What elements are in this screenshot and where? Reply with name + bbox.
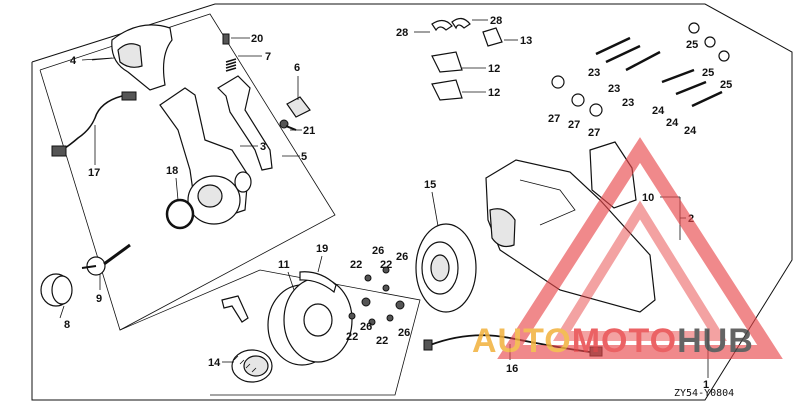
part-cover-plate	[589, 141, 637, 209]
part-small-hardware	[431, 17, 503, 101]
part-nuts-washers	[551, 22, 730, 117]
callout-23c: 23	[622, 97, 634, 109]
callout-15: 15	[424, 179, 436, 191]
callout-12b: 12	[488, 87, 500, 99]
callout-23b: 23	[608, 83, 620, 95]
callout-22c: 22	[346, 331, 358, 343]
callout-28b: 28	[490, 15, 502, 27]
part-flywheel	[267, 277, 353, 366]
watermark-triangle-outer	[497, 137, 783, 359]
callout-27a: 27	[548, 113, 560, 125]
callout-6: 6	[294, 62, 300, 74]
part-clip	[221, 295, 249, 323]
callout-22b: 22	[380, 259, 392, 271]
svg-text:AUTOMOTOHUB: AUTOMOTOHUB	[472, 322, 754, 360]
callout-28a: 28	[396, 27, 408, 39]
callout-23a: 23	[588, 67, 600, 79]
callout-22a: 22	[350, 259, 362, 271]
callout-18: 18	[166, 165, 178, 177]
callout-25b: 25	[702, 67, 714, 79]
part-stator	[415, 223, 477, 313]
drawing-code: ZY54-Y0804	[674, 388, 734, 399]
callout-14: 14	[208, 357, 221, 369]
watermark-logo: AUTOMOTOHUB	[472, 137, 783, 360]
callout-11: 11	[278, 259, 290, 271]
part-main-housing	[485, 159, 656, 313]
part-pad	[286, 96, 311, 118]
callout-24a: 24	[652, 105, 665, 117]
frame-outline	[31, 3, 793, 401]
callout-13: 13	[520, 35, 532, 47]
part-end-cap	[40, 273, 73, 307]
callout-20: 20	[251, 33, 263, 45]
callout-12a: 12	[488, 63, 500, 75]
callout-22d: 22	[376, 335, 388, 347]
callout-5: 5	[301, 151, 307, 163]
part-spring	[225, 58, 237, 72]
callout-26a: 26	[372, 245, 384, 257]
part-cover-cap	[91, 24, 173, 91]
callout-8: 8	[64, 319, 70, 331]
callout-10: 10	[642, 192, 654, 204]
callout-26c: 26	[360, 321, 372, 333]
part-small-screw	[222, 33, 230, 45]
callout-1: 1	[703, 379, 709, 391]
callout-3: 3	[260, 141, 266, 153]
callout-24b: 24	[666, 117, 679, 129]
part-starter-gear	[231, 349, 273, 383]
part-oring	[165, 198, 195, 230]
watermark-auto: AUTO	[472, 322, 572, 360]
part-screws-23-24	[595, 36, 723, 108]
callout-4: 4	[70, 55, 77, 67]
callout-27b: 27	[568, 119, 580, 131]
callout-27c: 27	[588, 127, 600, 139]
callout-7: 7	[265, 51, 271, 63]
callout-21: 21	[303, 125, 315, 137]
lower-box-outline	[119, 269, 421, 396]
part-shaft-pin	[81, 243, 131, 276]
watermark-hub: HUB	[677, 322, 754, 360]
part-screw-cluster	[348, 266, 405, 326]
part-bolt-21	[279, 119, 297, 131]
part-magnet-strip	[299, 271, 337, 294]
callout-26b: 26	[396, 251, 408, 263]
callout-25c: 25	[720, 79, 732, 91]
part-bracket-rod	[217, 75, 273, 171]
callout-24c: 24	[684, 125, 697, 137]
callout-25a: 25	[686, 39, 698, 51]
part-wire-harness	[51, 91, 137, 165]
callout-16: 16	[506, 363, 518, 375]
callout-19: 19	[316, 243, 328, 255]
callout-17: 17	[88, 167, 100, 179]
watermark-moto: MOTO	[572, 322, 677, 360]
part-lever-arm	[159, 87, 252, 225]
subassembly-outline	[39, 13, 336, 331]
watermark-triangle-inner	[553, 200, 727, 341]
callout-26d: 26	[398, 327, 410, 339]
callout-9: 9	[96, 293, 102, 305]
